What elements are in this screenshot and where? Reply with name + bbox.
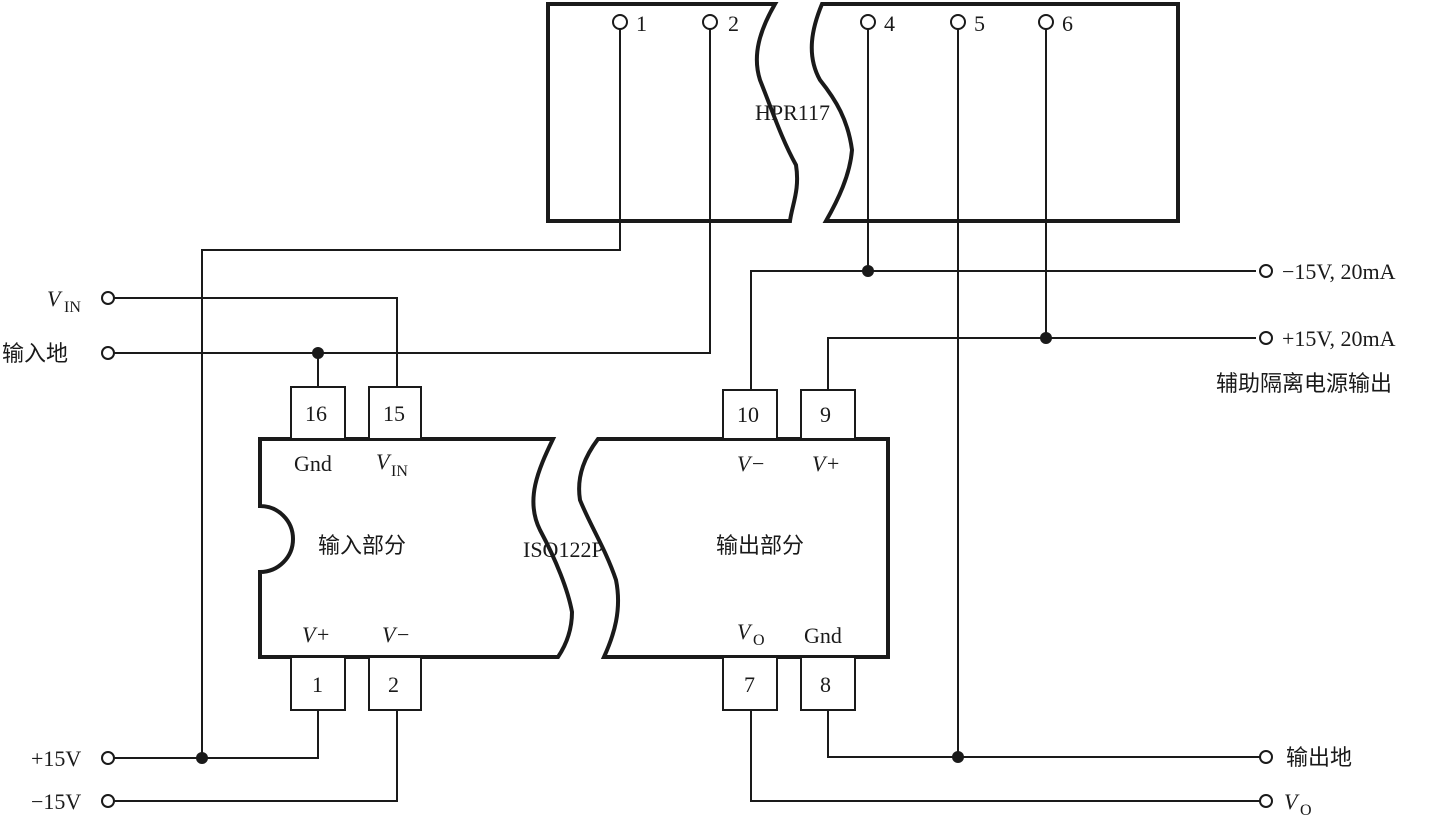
minus15-20ma-terminal xyxy=(1259,264,1273,278)
iso-pin7-box xyxy=(722,656,778,711)
iso-pin9-label: 9 xyxy=(820,402,831,427)
junction-minus15-20ma xyxy=(862,265,874,277)
iso-vplus-out-label: V+ xyxy=(812,451,840,476)
wire-vin-pin15 xyxy=(113,297,398,387)
iso-pin8-box xyxy=(800,656,856,711)
iso-pin1-label: 1 xyxy=(312,672,323,697)
hpr117-pin4-terminal xyxy=(860,14,876,30)
hpr117-module: HPR117 1 2 4 5 6 xyxy=(546,2,1180,223)
aux-supply-caption: 辅助隔离电源输出 xyxy=(1216,372,1392,397)
vo-label: V xyxy=(1284,789,1300,814)
iso122p-label: ISO122P xyxy=(523,537,604,562)
iso-vminus-out-label: V− xyxy=(737,451,765,476)
left-terminals: V IN 输入地 +15V −15V xyxy=(2,286,115,814)
output-ground-terminal xyxy=(1259,750,1273,764)
iso-vo-label: V xyxy=(737,619,753,644)
iso-vin-subscript: IN xyxy=(391,463,408,480)
plus15-20ma-label: +15V, 20mA xyxy=(1282,326,1396,351)
iso-pin16-label: 16 xyxy=(305,401,327,426)
hpr117-pin6-terminal xyxy=(1038,14,1054,30)
hpr117-right-body xyxy=(809,2,1180,223)
wire-hpr1-plus15 xyxy=(201,29,621,758)
iso122p-chip: 输入部分 输出部分 ISO122P 16 15 10 9 1 2 7 8 Gnd… xyxy=(258,386,890,711)
vin-label: V xyxy=(47,286,63,311)
hpr117-pin5-label: 5 xyxy=(974,11,985,36)
iso-gnd-out-label: Gnd xyxy=(804,623,842,648)
vin-subscript: IN xyxy=(64,299,81,316)
vo-subscript: O xyxy=(1300,802,1312,818)
iso122p-output-body xyxy=(577,437,890,659)
plus15-20ma-terminal xyxy=(1259,331,1273,345)
hpr117-pin1-terminal xyxy=(612,14,628,30)
wire-plus15-20ma-rail xyxy=(827,337,1256,390)
vin-terminal xyxy=(101,291,115,305)
iso-gnd-in-label: Gnd xyxy=(294,451,332,476)
iso-pin2-label: 2 xyxy=(388,672,399,697)
hpr117-pin4-label: 4 xyxy=(884,11,895,36)
hpr117-pin2-label: 2 xyxy=(728,11,739,36)
input-ground-label: 输入地 xyxy=(2,342,68,367)
hpr117-pin2-terminal xyxy=(702,14,718,30)
minus15-20ma-label: −15V, 20mA xyxy=(1282,259,1396,284)
plus15-label: +15V xyxy=(31,746,81,771)
iso-vminus-in-label: V− xyxy=(382,622,410,647)
junctions xyxy=(196,265,1052,764)
iso-vin-label: V xyxy=(376,449,392,474)
iso122p-input-body xyxy=(258,437,575,659)
hpr117-label: HPR117 xyxy=(755,100,830,125)
iso-pin2-box xyxy=(368,656,422,711)
iso-pin10-label: 10 xyxy=(737,402,759,427)
hpr117-left-body xyxy=(546,2,800,223)
junction-input-ground xyxy=(312,347,324,359)
iso-pin9-box xyxy=(800,389,856,440)
input-ground-terminal xyxy=(101,346,115,360)
wire-pin8-output-ground xyxy=(827,710,1260,758)
iso-pin16-box xyxy=(290,386,346,440)
junction-output-ground xyxy=(952,751,964,763)
iso-pin15-label: 15 xyxy=(383,401,405,426)
junction-plus15 xyxy=(196,752,208,764)
iso122p-output-section-label: 输出部分 xyxy=(716,534,804,559)
vo-terminal xyxy=(1259,794,1273,808)
iso-pin8-label: 8 xyxy=(820,672,831,697)
iso-vo-subscript: O xyxy=(753,632,765,649)
iso-pin1-box xyxy=(290,656,346,711)
wire-pin7-vo xyxy=(750,710,1260,802)
output-ground-label: 输出地 xyxy=(1286,746,1352,771)
minus15-label: −15V xyxy=(31,789,81,814)
wire-pin1-plus15 xyxy=(113,710,319,759)
iso-vplus-in-label: V+ xyxy=(302,622,330,647)
right-terminals: −15V, 20mA +15V, 20mA 辅助隔离电源输出 输出地 V O xyxy=(1216,259,1396,818)
minus15-terminal xyxy=(101,794,115,808)
iso122p-input-section-label: 输入部分 xyxy=(318,534,406,559)
iso-pin15-box xyxy=(368,386,422,440)
plus15-terminal xyxy=(101,751,115,765)
wire-minus15-20ma-rail xyxy=(750,270,1256,390)
wire-pin2-minus15 xyxy=(113,710,398,802)
hpr117-pin5-terminal xyxy=(950,14,966,30)
iso-pin7-label: 7 xyxy=(744,672,755,697)
junction-plus15-20ma xyxy=(1040,332,1052,344)
iso-pin10-box xyxy=(722,389,778,440)
hpr117-pin1-label: 1 xyxy=(636,11,647,36)
hpr117-pin6-label: 6 xyxy=(1062,11,1073,36)
